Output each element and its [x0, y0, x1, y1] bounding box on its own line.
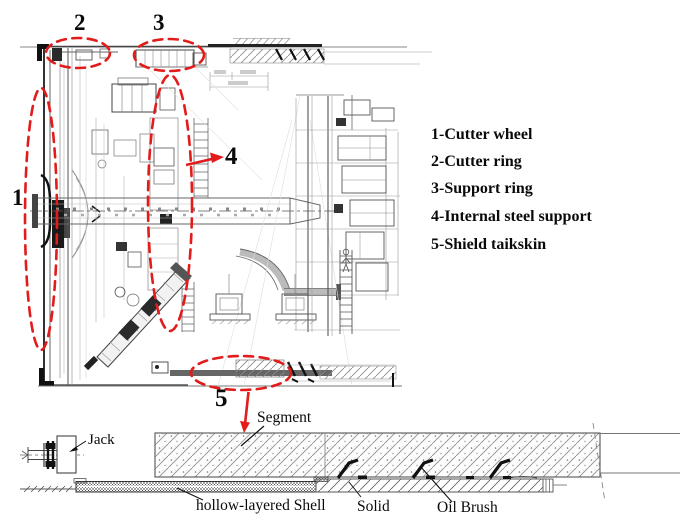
- callout-ellipse-2: [44, 36, 112, 70]
- callout-number-1: 1: [12, 185, 24, 210]
- red-annotations: [23, 36, 293, 433]
- callout-ellipse-1: [23, 86, 59, 352]
- shield-bulkhead: [67, 48, 87, 385]
- callout-ellipse-4: [146, 73, 194, 333]
- solid-label: Solid: [357, 498, 390, 515]
- oil-brushes: [336, 458, 511, 479]
- oil-brush-label: Oil Brush: [437, 499, 498, 516]
- tunnel-lines: [20, 37, 407, 387]
- main-beam: [30, 194, 336, 228]
- shield-tail-bottom: [151, 359, 397, 387]
- floor-supports: [209, 274, 317, 325]
- jack-label: Jack: [88, 432, 115, 448]
- hollow-layered-shell-label: hollow-layered Shell: [196, 497, 326, 514]
- callout-ellipse-5: [189, 354, 293, 392]
- support-ring-area: [135, 49, 208, 68]
- tail-detail-drawing: [20, 422, 680, 503]
- callout-number-5: 5: [215, 385, 228, 412]
- machine-drawing: [20, 37, 432, 387]
- callout-arrow-5: [240, 391, 250, 433]
- segment-block: [154, 422, 680, 503]
- shell-strips: [20, 475, 567, 493]
- jack-drawing: [20, 435, 87, 474]
- internal-machinery: [91, 67, 263, 332]
- legend-item-cutter-wheel: 1-Cutter wheel: [431, 126, 533, 143]
- legend-item-support-ring: 3-Support ring: [431, 180, 533, 197]
- legend-item-shield-tailskin: 5-Shield taikskin: [431, 236, 547, 253]
- segment-label: Segment: [257, 409, 312, 426]
- screw-conveyor: [83, 262, 192, 371]
- detail-leader-lines: [176, 465, 453, 503]
- piping: [235, 248, 341, 300]
- callout-ellipse-3: [132, 37, 206, 73]
- callout-number-2: 2: [74, 10, 86, 35]
- legend-item-cutter-ring: 2-Cutter ring: [431, 153, 522, 170]
- callout-number-3: 3: [153, 10, 165, 35]
- callout-arrow-4: [185, 152, 224, 167]
- legend-item-internal-steel-support: 4-Internal steel support: [431, 208, 592, 225]
- backup-gantry: [217, 94, 400, 387]
- shield-tail-top: [208, 44, 432, 91]
- callout-number-4: 4: [225, 143, 238, 170]
